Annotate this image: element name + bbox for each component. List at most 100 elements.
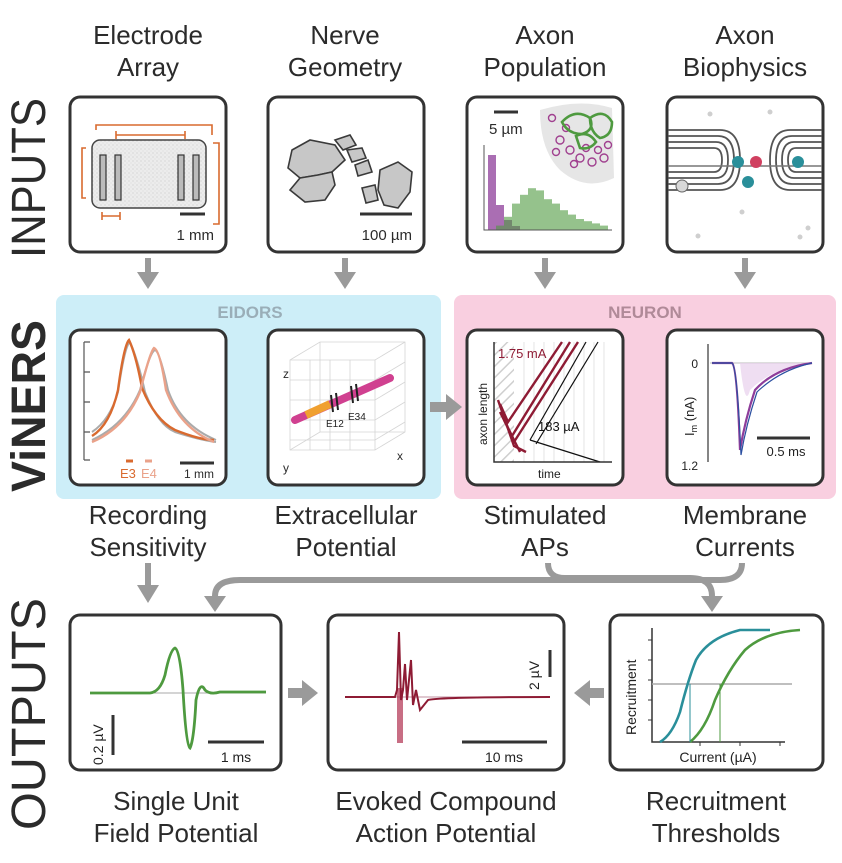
axon-biophysics-title-2: Biophysics (683, 52, 807, 82)
arrow-membrane-to-unit-path (212, 562, 745, 597)
stimulated-aps-panel: 1.75 mA 183 µA axon length time (465, 328, 625, 487)
electrode-contact-3 (177, 154, 185, 201)
ap-xlabel: time (538, 467, 561, 481)
membrane-current-trace-2 (712, 362, 813, 456)
arrow-membrane-to-unit-head (204, 596, 226, 612)
ap-traces-low (529, 341, 601, 463)
recording-sensitivity-caption-2: Sensitivity (89, 532, 206, 562)
histogram-bar-large (512, 203, 520, 230)
histogram-bar-large (568, 214, 576, 230)
membrane-scale-label: 0.5 ms (766, 444, 806, 459)
stimulated-aps-caption-2: APs (521, 532, 569, 562)
ecap-tscale-label: 10 ms (485, 749, 523, 765)
recruitment-curve-green (689, 628, 801, 744)
histogram-bar-large (504, 216, 512, 230)
label-e12: E12 (326, 419, 344, 430)
electrode-array-panel: 1 mm (68, 95, 228, 254)
stimulated-aps-caption-1: Stimulated (484, 500, 607, 530)
electrode-array-title-1: Electrode (93, 20, 203, 50)
histogram-bar-large (520, 194, 528, 230)
histogram-bar-small (488, 155, 496, 230)
ecap-caption-2: Action Potential (356, 818, 537, 848)
high-current-label: 1.75 mA (498, 346, 547, 361)
axon-large-fibres (560, 112, 614, 150)
3d-grid (289, 341, 406, 451)
arrow-unit-to-ecap (288, 680, 318, 706)
membrane-currents-caption-2: Currents (695, 532, 795, 562)
ion-particles (695, 109, 811, 240)
ecap-vscale-label: 2 µV (526, 660, 542, 690)
membrane-tick-0: 0 (691, 357, 698, 371)
nerve-scale-label: 100 µm (362, 227, 412, 244)
electrode-scale-label: 1 mm (177, 227, 215, 244)
membrane-current-fill (740, 363, 806, 396)
histogram-axes (483, 145, 612, 231)
ion-channels (675, 156, 804, 193)
ap-traces-high (496, 341, 580, 454)
myelin-sheath-right (769, 129, 822, 191)
single-unit-vscale-label: 0.2 µV (90, 724, 106, 765)
sensitivity-curve-e3 (91, 337, 215, 442)
nerve-geometry-title-2: Geometry (288, 52, 402, 82)
histogram-bar-large (560, 210, 568, 230)
single-unit-panel: 0.2 µV 1 ms (68, 613, 283, 772)
sensitivity-scale-label: 1 mm (184, 467, 214, 481)
recording-sensitivity-caption-1: Recording (89, 500, 208, 530)
histogram-bar-large (576, 219, 584, 230)
single-unit-tscale-label: 1 ms (221, 749, 251, 765)
electrode-substrate (91, 139, 207, 209)
axon-population-title-1: Axon (515, 20, 574, 50)
nerve-geometry-panel: 100 µm (266, 95, 426, 254)
membrane-currents-panel: 0 1.2 Im (nA) 0.5 ms (665, 328, 825, 487)
electrode-positions (330, 383, 359, 413)
recruitment-panel: Recruitment Current (µA) (608, 613, 825, 772)
axon-biophysics-title-1: Axon (715, 20, 774, 50)
row-label-inputs: INPUTS (3, 98, 56, 258)
single-unit-caption-1: Single Unit (113, 786, 240, 816)
eidors-label: EIDORS (217, 303, 282, 322)
sensitivity-curve-e4 (91, 346, 215, 444)
histogram-bar-large (544, 199, 552, 230)
low-current-label: 183 µA (538, 419, 580, 434)
histogram-bar-large (552, 203, 560, 230)
electrode-contact-1 (99, 154, 107, 201)
axon-small-fibres (547, 113, 613, 169)
row-label-viners: ViNERS (3, 320, 56, 492)
nerve-geometry-title-1: Nerve (310, 20, 379, 50)
output-captions: Single Unit Field Potential Evoked Compo… (94, 786, 787, 848)
single-unit-caption-2: Field Potential (94, 818, 259, 848)
label-e34: E34 (348, 412, 366, 423)
recruitment-axes (651, 628, 785, 743)
nerve-fascicles (287, 134, 413, 209)
electrode-contact-4 (192, 154, 200, 201)
membrane-currents-caption-1: Membrane (683, 500, 807, 530)
histogram-bar-large (528, 188, 536, 230)
output-arrows (137, 562, 745, 706)
axis-y-label: y (283, 461, 289, 475)
recruitment-caption-1: Recruitment (646, 786, 787, 816)
input-down-arrows (137, 258, 756, 289)
legend-e3: E3 (120, 466, 136, 481)
recruitment-ylabel: Recruitment (623, 659, 639, 735)
input-titles: Electrode Array Nerve Geometry Axon Popu… (93, 20, 807, 82)
neuron-label: NEURON (608, 303, 682, 322)
arrow-sensitivity-to-unit (137, 563, 159, 603)
histogram-bar-large (592, 223, 600, 230)
ecap-trace (345, 631, 551, 713)
extracellular-potential-caption-2: Potential (295, 532, 396, 562)
recording-sensitivity-panel: E3 E4 1 mm (68, 328, 228, 487)
membrane-ylabel: Im (nA) (682, 397, 699, 436)
recruitment-curve-teal (659, 628, 770, 744)
arrow-aps-to-recruitment-path (545, 562, 715, 597)
electrode-contact-2 (114, 154, 122, 201)
axon-diameter-histogram (488, 155, 608, 230)
legend-e4: E4 (141, 466, 157, 481)
extracellular-potential-caption-1: Extracellular (274, 500, 417, 530)
arrow-aps-to-recruitment-head (701, 596, 723, 612)
axis-z-label: z (283, 367, 289, 381)
histogram-bar-small (496, 205, 504, 230)
histogram-bar-large (536, 190, 544, 230)
ecap-caption-1: Evoked Compound (335, 786, 556, 816)
histogram-bar-large (496, 225, 504, 230)
